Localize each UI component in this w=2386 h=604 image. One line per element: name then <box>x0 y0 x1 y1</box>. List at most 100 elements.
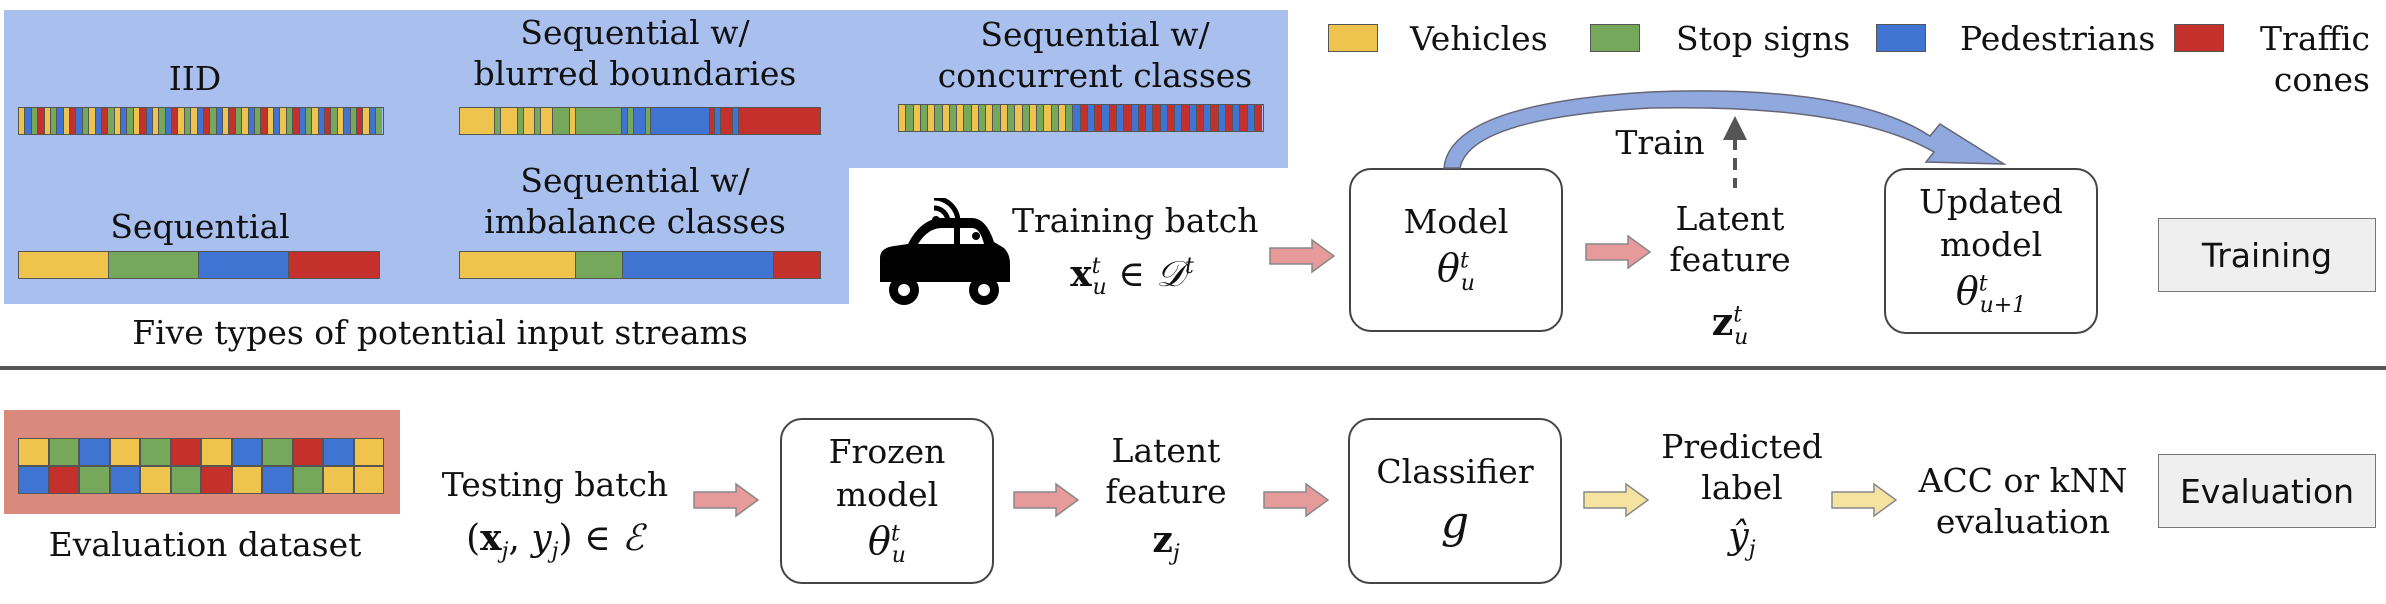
result-line2: evaluation <box>1935 502 2111 542</box>
stream-segment <box>986 105 994 131</box>
stream-segment <box>210 108 217 134</box>
stream-segment <box>1022 105 1030 131</box>
eval-latent-label: Latent feature <box>1076 430 1256 513</box>
stream-segment <box>229 108 236 134</box>
dataset-cell <box>231 466 262 494</box>
stream-segment <box>216 108 223 134</box>
dataset-cell <box>18 438 49 466</box>
stream-segment <box>146 108 153 134</box>
stream-segment <box>1015 105 1023 131</box>
stream-segment <box>1233 105 1241 131</box>
stream-segment <box>576 252 623 278</box>
dataset-cell <box>323 438 354 466</box>
model-math: θtu <box>1437 246 1475 296</box>
stream-segment <box>1211 105 1219 131</box>
stream-segment <box>942 105 950 131</box>
stream-segment <box>1124 105 1132 131</box>
stream-segment <box>738 108 820 134</box>
update-arc-arrow <box>1443 90 2007 169</box>
dataset-cell <box>48 466 79 494</box>
stream-segment <box>38 108 45 134</box>
stream-segment <box>460 108 495 134</box>
stream-segment <box>286 108 294 134</box>
stream-segment <box>460 252 577 278</box>
stream-segment <box>331 108 338 134</box>
stream-segment <box>1066 105 1074 131</box>
stream-segment <box>978 105 987 131</box>
legend-label-traffic-cones: Traffic cones <box>2244 18 2370 101</box>
legend-swatch-pedestrians <box>1876 24 1926 52</box>
classifier-math: g <box>1440 496 1470 548</box>
stream-segment <box>140 108 147 134</box>
stream-segment <box>312 108 319 134</box>
stream-segment <box>1080 105 1088 131</box>
stream-bar-blurred <box>459 107 821 135</box>
stream-segment <box>127 108 134 134</box>
stream-segment <box>82 108 90 134</box>
legend-label-vehicles: Vehicles <box>1410 19 1548 58</box>
classifier-label: Classifier <box>1376 451 1534 491</box>
arrow-classifier-to-label <box>1583 482 1650 518</box>
dataset-cell <box>170 466 201 494</box>
stream-panel-top <box>4 10 1288 168</box>
stream-segment <box>242 108 249 134</box>
stream-segment <box>570 108 577 134</box>
dataset-cell <box>170 438 201 466</box>
stream-segment <box>109 252 199 278</box>
stream-segment <box>1095 105 1103 131</box>
arrow-label-to-eval <box>1831 482 1898 518</box>
stream-segment <box>1000 105 1008 131</box>
stream-segment <box>274 108 281 134</box>
stream-segment <box>634 108 646 134</box>
stream-segment <box>964 105 972 131</box>
classifier-box: Classifier g <box>1348 418 1562 584</box>
dataset-cell <box>231 438 262 466</box>
stream-segment <box>971 105 979 131</box>
stream-segment <box>628 108 635 134</box>
stream-label-concurrent-line1: Sequential w/ <box>980 15 1210 54</box>
stream-segment <box>344 108 351 134</box>
stream-label-imbalance-line1: Sequential w/ <box>520 161 750 200</box>
stream-segment <box>199 252 289 278</box>
stream-segment <box>993 105 1001 131</box>
stream-segment <box>500 108 519 134</box>
stream-segment <box>101 108 109 134</box>
stream-segment <box>159 108 166 134</box>
stream-label-concurrent-line2: concurrent classes <box>937 56 1253 96</box>
stream-segment <box>89 108 96 134</box>
stream-segment <box>121 108 128 134</box>
stream-segment <box>576 108 623 134</box>
stream-segment <box>552 108 571 134</box>
stream-segment <box>935 105 943 131</box>
stream-bar-imbalance <box>459 251 821 279</box>
stream-segment <box>645 108 652 134</box>
legend-label-stop-signs: Stop signs <box>1676 19 1851 58</box>
stream-segment <box>913 105 921 131</box>
stream-segment <box>25 108 32 134</box>
training-batch-label: Training batch <box>1012 201 1259 240</box>
stream-segment <box>70 108 77 134</box>
stream-segment <box>172 108 179 134</box>
training-latent-math: ztu <box>1711 299 1749 350</box>
stream-segment <box>957 105 965 131</box>
dataset-cell <box>292 466 323 494</box>
model-box: Model θtu <box>1349 168 1563 332</box>
streams-caption: Five types of potential input streams <box>132 313 748 352</box>
dataset-cell <box>18 466 49 494</box>
stream-segment <box>1131 105 1139 131</box>
stream-label-imbalance-line2: imbalance classes <box>484 202 786 242</box>
stream-label-imbalance: Sequential w/ imbalance classes <box>440 160 830 243</box>
stream-segment <box>235 108 243 134</box>
result-text: ACC or kNN evaluation <box>1906 460 2140 543</box>
stream-segment <box>732 108 739 134</box>
dataset-cell <box>109 438 140 466</box>
frozen-model-line1: Frozen <box>828 432 946 472</box>
stream-segment <box>289 252 379 278</box>
stream-label-blurred-line2: blurred boundaries <box>473 54 797 94</box>
stream-segment <box>1218 105 1226 131</box>
stream-bar-iid <box>18 107 384 135</box>
stream-segment <box>19 108 26 134</box>
stream-segment <box>184 108 192 134</box>
dataset-cell <box>48 438 79 466</box>
stream-bar-concurrent <box>898 104 1264 132</box>
